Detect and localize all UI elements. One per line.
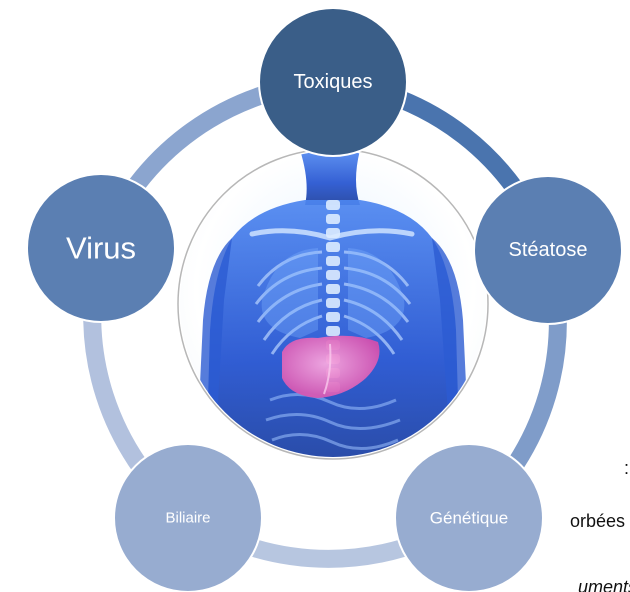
clipped-text-colon: : (624, 458, 630, 482)
node-toxiques-label: Toxiques (294, 71, 373, 93)
node-biliaire-label: Biliaire (165, 510, 210, 527)
clipped-text-orbees: orbées (570, 511, 630, 535)
node-steatose: Stéatose (474, 176, 622, 324)
node-genetique-label: Génétique (430, 509, 508, 528)
node-toxiques: Toxiques (259, 8, 407, 156)
center-xray-image (170, 140, 500, 470)
node-virus-label: Virus (66, 231, 136, 266)
node-virus: Virus (27, 174, 175, 322)
node-genetique: Génétique (395, 444, 543, 592)
node-steatose-label: Stéatose (509, 239, 588, 261)
node-biliaire: Biliaire (114, 444, 262, 592)
clipped-text-uments: uments (578, 577, 630, 592)
